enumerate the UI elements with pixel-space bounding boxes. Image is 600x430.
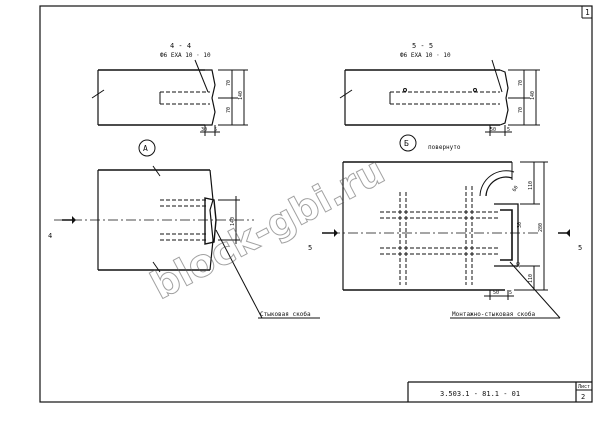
dim-70-a: 70 bbox=[226, 80, 232, 86]
section-5-5-view bbox=[339, 59, 540, 136]
title-block bbox=[407, 381, 592, 402]
dim-30-b: 30 bbox=[517, 222, 523, 228]
detail-b-marker bbox=[399, 134, 417, 152]
section-4-4-view bbox=[91, 59, 248, 136]
dim-50-b: 50 bbox=[493, 290, 499, 296]
title-block-code: 3.503.1 - 81.1 - 01 bbox=[440, 390, 520, 398]
dim-30-c: 30 bbox=[516, 262, 522, 268]
detail-a-letter: А bbox=[143, 144, 148, 153]
detail-a-marker bbox=[138, 139, 156, 157]
dim-110-a: 110 bbox=[528, 181, 534, 190]
dim-30-a: 30 bbox=[201, 127, 207, 133]
dim-70-b: 70 bbox=[226, 107, 232, 113]
dim-50-a: 50 bbox=[490, 127, 496, 133]
callout-weld-a: Стыковая скоба bbox=[260, 311, 311, 318]
frame-border bbox=[39, 5, 593, 403]
section-5-sublabel: Ф6 ЕХА 10 ⋅ 10 bbox=[400, 52, 451, 59]
dim-5-c: 5 bbox=[509, 290, 512, 296]
dim-60: 60 bbox=[512, 185, 520, 193]
section-4-label: 4 - 4 bbox=[170, 42, 191, 50]
section-5-label: 5 - 5 bbox=[412, 42, 433, 50]
dim-140-a: 140 bbox=[238, 91, 244, 100]
turned-note: повернуто bbox=[428, 144, 461, 151]
cut-5-mark-right: 5 bbox=[578, 244, 582, 252]
cut-5-mark-left: 5 bbox=[308, 244, 312, 252]
section-4-sublabel: Ф6 ЕХА 10 ⋅ 10 bbox=[160, 52, 211, 59]
dim-140-c: 140 bbox=[230, 217, 236, 226]
dim-5-b: 5 bbox=[507, 127, 510, 133]
corner-mark: 1 bbox=[585, 8, 590, 17]
dim-280: 280 bbox=[538, 223, 544, 232]
dim-70-c: 70 bbox=[518, 80, 524, 86]
site-watermark: block-gbi.ru bbox=[144, 148, 392, 308]
callout-weld-b: Монтажно-стыковая скоба bbox=[452, 311, 535, 318]
detail-a-view bbox=[54, 165, 320, 319]
dim-110-b: 110 bbox=[528, 274, 534, 283]
detail-b-letter: Б bbox=[404, 139, 409, 148]
sheet-label: Лист bbox=[578, 384, 590, 390]
dim-140-b: 140 bbox=[530, 91, 536, 100]
dim-5-a: 5 bbox=[214, 127, 217, 133]
dim-70-d: 70 bbox=[518, 107, 524, 113]
sheet-number: 2 bbox=[581, 393, 585, 401]
detail-b-view bbox=[322, 161, 570, 319]
cut-4-mark: 4 bbox=[48, 232, 52, 240]
